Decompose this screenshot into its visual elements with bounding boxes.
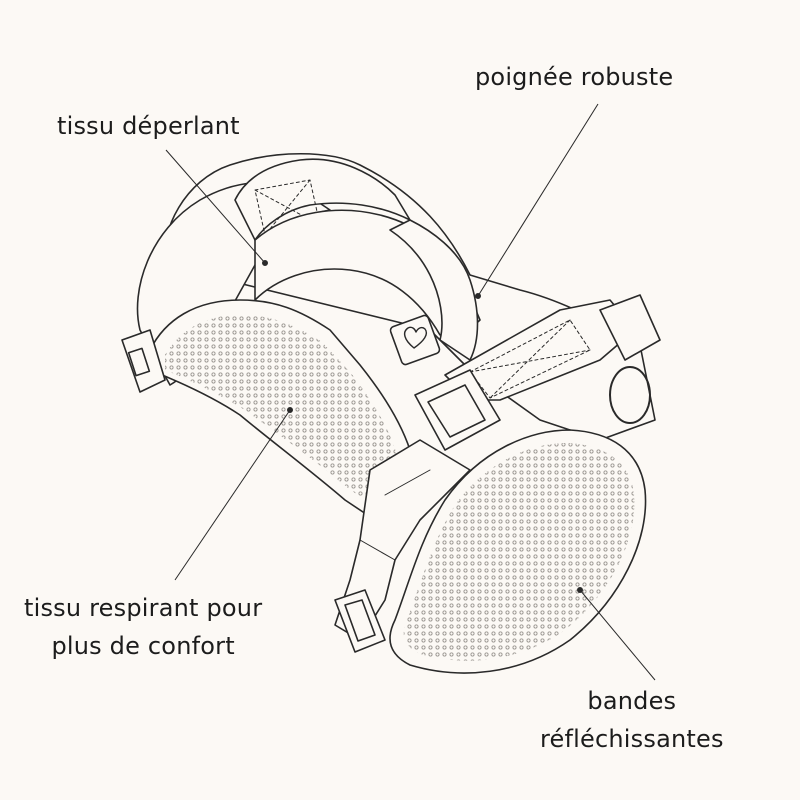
mesh-panel-right-fill — [403, 443, 635, 661]
label-reflective-line1: bandes — [587, 687, 677, 715]
bottom-strap-end-slot — [344, 599, 376, 642]
leader-dot-water — [262, 260, 268, 266]
d-ring — [609, 366, 651, 424]
leader-line-water — [165, 149, 266, 264]
leader-dot-reflect — [577, 587, 583, 593]
handle-loop — [389, 219, 479, 361]
label-water-repellent: tissu déperlant — [57, 112, 240, 140]
leader-dot-breath — [287, 407, 293, 413]
leader-line-handle — [477, 103, 599, 297]
leader-line-breath — [174, 409, 291, 581]
leader-lines — [165, 103, 656, 681]
label-reflective-line2: réfléchissantes — [540, 725, 724, 753]
heart-tag — [389, 314, 441, 366]
right-buckle — [599, 294, 661, 361]
center-buckle-inner — [427, 384, 486, 438]
heart-icon — [403, 326, 428, 349]
label-breathable-line1: tissu respirant pour — [24, 594, 263, 622]
handle-stitch — [469, 319, 591, 399]
label-breathable-line2: plus de confort — [51, 632, 235, 660]
label-handle: poignée robuste — [475, 63, 674, 91]
center-buckle — [414, 369, 501, 451]
left-buckle-slot — [127, 347, 151, 377]
top-strap — [234, 158, 411, 241]
chest-strap-stitch — [359, 469, 431, 561]
chest-strap — [334, 439, 471, 641]
left-buckle — [121, 329, 166, 393]
harness-illustration — [121, 152, 661, 674]
leader-dot-handle — [475, 293, 481, 299]
label-breathable: tissu respirant pour plus de confort — [24, 589, 262, 665]
mesh-panel-left-fill — [165, 315, 396, 505]
leader-line-reflect — [579, 589, 656, 681]
label-reflective: bandes réfléchissantes — [540, 682, 724, 758]
